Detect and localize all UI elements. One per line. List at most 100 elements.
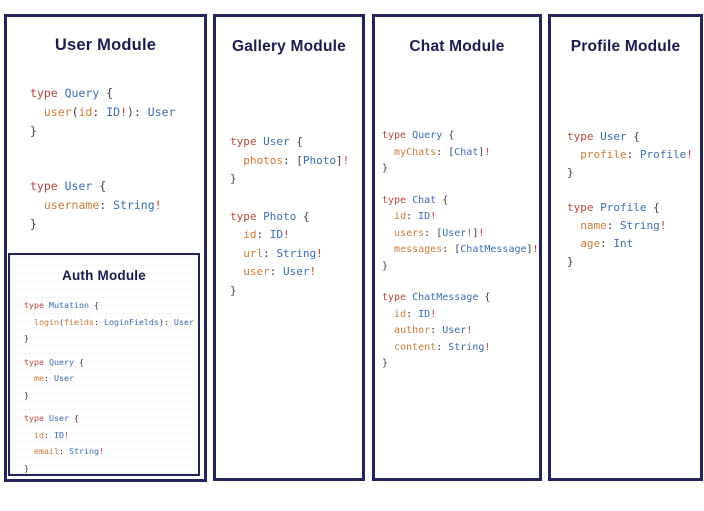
code-token: User <box>283 265 310 279</box>
code-token: } <box>567 255 574 269</box>
code-token: User <box>600 130 627 144</box>
code-token: id <box>243 228 257 242</box>
panel-gallery-module: Gallery Module type User { photos: [Phot… <box>213 14 365 481</box>
code-token: fields <box>63 316 94 327</box>
code-token: : <box>436 341 449 353</box>
code-token: User <box>442 227 467 239</box>
code-line: } <box>567 164 700 182</box>
code-token: User <box>147 104 176 119</box>
code-block: type ChatMessage { id: ID! author: User!… <box>382 290 539 373</box>
code-token: ID <box>418 308 431 320</box>
code-token: me <box>34 373 44 384</box>
code-token <box>567 148 580 161</box>
code-line: } <box>230 170 362 189</box>
code-line: } <box>382 356 539 373</box>
code-line: } <box>30 122 204 141</box>
code-token: User <box>442 325 467 337</box>
code-token: Query <box>48 356 74 367</box>
code-section: type Mutation { login(fields: LoginField… <box>24 297 198 476</box>
code-token: String <box>276 246 317 260</box>
code-token: ( <box>58 316 64 327</box>
code-line: id: ID! <box>382 209 539 226</box>
code-token: Mutation <box>48 300 89 311</box>
code-token: content <box>394 341 437 353</box>
code-token: String <box>113 197 155 212</box>
code-token: ID <box>106 104 121 119</box>
code-token: { <box>436 194 449 206</box>
code-token: login <box>34 316 59 327</box>
panel-title: Profile Module <box>570 38 681 55</box>
code-line: type User { <box>24 410 198 427</box>
code-token: photos <box>243 153 283 167</box>
code-token: ): <box>158 316 174 327</box>
code-line: photos: [Photo]! <box>230 152 362 171</box>
code-token: Chat <box>454 146 479 158</box>
panel-title: User Module <box>54 36 157 54</box>
code-token: : <box>406 308 419 320</box>
code-section: type Query { user(id: ID!): User}type Us… <box>30 84 204 234</box>
code-token: String <box>448 341 485 353</box>
code-section: type Query { myChats: [Chat]!} type Chat … <box>382 128 539 373</box>
code-line: type Query { <box>382 128 539 145</box>
code-line: users: [User!]! <box>382 226 539 243</box>
code-token: type <box>30 85 65 100</box>
panel-chat-module: Chat Module type Query { myChats: [Chat]… <box>372 14 542 481</box>
code-token: } <box>382 358 389 370</box>
code-line: author: User! <box>382 323 539 340</box>
code-line: user(id: ID!): User <box>30 103 204 122</box>
code-token: ! <box>316 246 323 260</box>
code-token: type <box>382 292 413 304</box>
code-token: ! <box>98 446 104 457</box>
code-line: } <box>30 215 204 234</box>
code-line: type User { <box>230 133 362 152</box>
code-token: user <box>243 265 270 279</box>
code-token <box>30 105 44 119</box>
code-block: type Chat { id: ID! users: [User!]! mess… <box>382 193 539 276</box>
code-token: ! <box>342 153 350 167</box>
code-token: } <box>230 283 237 297</box>
code-line: } <box>567 253 700 271</box>
code-token: ! <box>484 146 491 158</box>
code-token: { <box>442 130 455 142</box>
code-token: ! <box>120 104 128 119</box>
code-line: login(fields: LoginFields): User <box>24 314 198 331</box>
code-line: id: ID! <box>230 226 362 245</box>
panel-title: Chat Module <box>409 38 505 55</box>
code-line: type Photo { <box>230 208 362 227</box>
code-line: type Query { <box>24 354 198 371</box>
code-block: type Query { myChats: [Chat]!} <box>382 128 539 178</box>
code-token: : [ <box>424 227 443 239</box>
code-token <box>382 244 394 255</box>
code-token: Query <box>64 85 100 100</box>
panel-profile-module: Profile Module type User { profile: Prof… <box>548 14 703 481</box>
code-token: type <box>382 194 413 206</box>
code-token: ! <box>283 228 290 242</box>
code-token: } <box>382 163 389 175</box>
code-token: LoginFields <box>103 316 159 327</box>
code-token: type <box>30 178 65 193</box>
code-line: user: User! <box>230 263 362 282</box>
code-line: type Profile { <box>567 199 700 217</box>
code-token: id <box>394 308 407 320</box>
code-block: type Query { user(id: ID!): User} <box>30 84 204 141</box>
code-token: messages <box>394 244 443 256</box>
code-token: ] <box>336 153 343 167</box>
code-token: ! <box>64 429 69 440</box>
code-token: : <box>99 197 114 212</box>
code-token: ! <box>532 244 539 256</box>
code-token: ( <box>71 104 79 119</box>
code-token: { <box>88 300 99 311</box>
code-token: User <box>48 413 69 424</box>
code-token: : [ <box>283 153 303 167</box>
code-block: type User { photos: [Photo]!} <box>230 133 362 189</box>
code-token: : <box>44 373 54 384</box>
code-token: : <box>256 228 270 242</box>
code-line: type User { <box>30 177 204 196</box>
code-block: type Mutation { login(fields: LoginField… <box>24 297 198 347</box>
code-line: url: String! <box>230 245 362 264</box>
code-token: myChats <box>394 146 437 158</box>
code-token: type <box>567 130 601 144</box>
code-token: ID <box>418 211 431 223</box>
code-token: ! <box>484 341 491 353</box>
panel-title: Gallery Module <box>232 38 346 55</box>
